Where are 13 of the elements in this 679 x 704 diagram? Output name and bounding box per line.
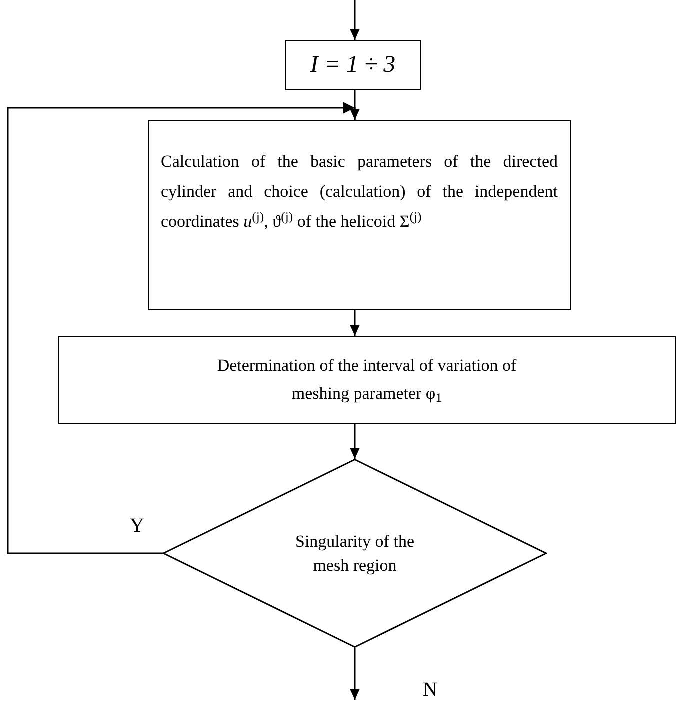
- decision-text: Singularity of the mesh region: [294, 530, 416, 577]
- process-text: Calculation of the basic parameters of the directed cylinder and choice (calculation) of the independent coordinates u$^{(j)}$, ϑ$^{(j)}$ of the helicoid Σ$^{(j)}$: [161, 152, 558, 231]
- process-box: [58, 336, 676, 424]
- arrow: [350, 648, 360, 700]
- process-text: I = 1 ÷ 3: [310, 51, 396, 80]
- process-box: [148, 120, 571, 310]
- process-text: Determination of the interval of variation of meshing parameter φ$_{1}$: [216, 355, 518, 408]
- arrow: [7, 102, 356, 554]
- arrow: [350, 424, 360, 459]
- arrow: [350, 90, 360, 120]
- arrow: [350, 0, 360, 40]
- arrow: [350, 310, 360, 336]
- process-box: [285, 40, 421, 90]
